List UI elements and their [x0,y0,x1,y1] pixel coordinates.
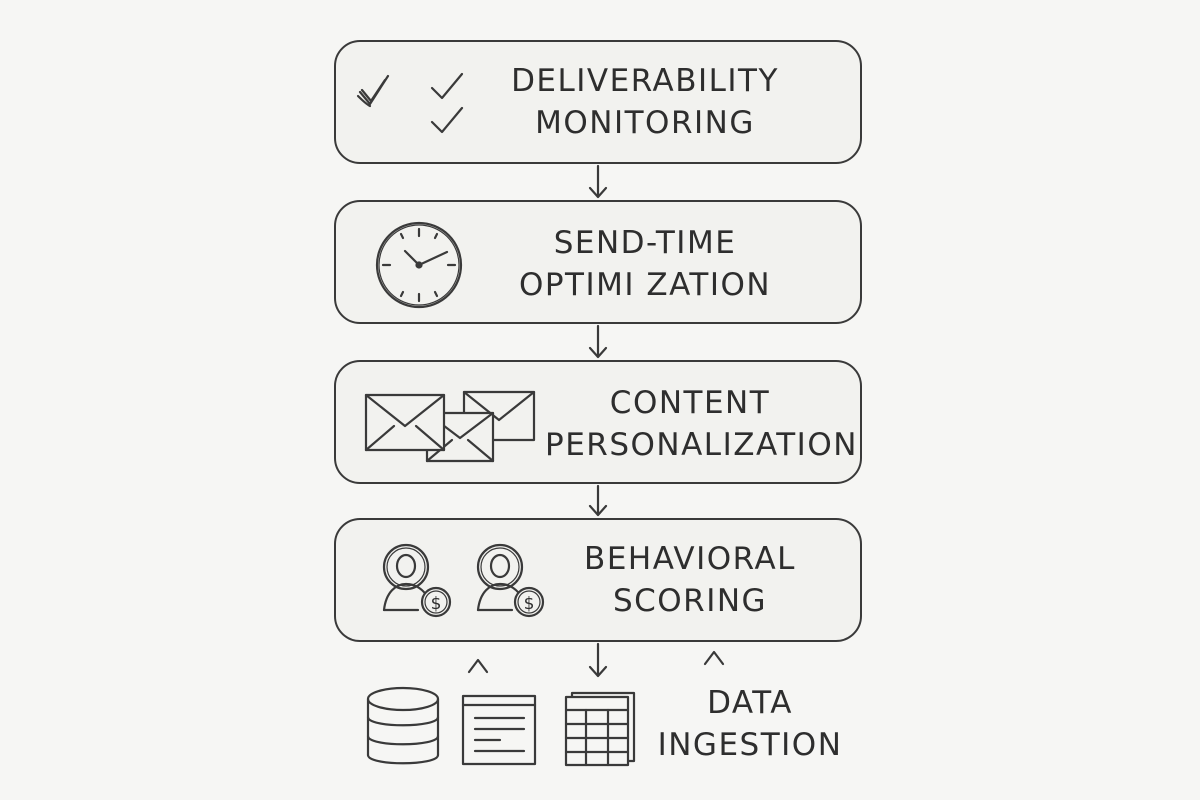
table-icon [564,691,636,767]
dollar-sign-icon: $ [524,594,535,614]
user-dollar-icon [476,543,545,618]
step-label-deliverability: DELIVERABILITY MONITORING [480,60,810,144]
step-box-send-time [334,200,862,324]
database-icon [366,686,440,765]
caret-up-icon [703,650,725,666]
step-label-send-time: SEND-TIME OPTIMI ZATION [480,222,810,306]
caret-up-icon [467,658,489,674]
step-box-deliverability [334,40,862,164]
checkmarks-icon [356,72,464,134]
source-title-line2: INGESTION [657,727,843,763]
step-label-behavioral: BEHAVIORAL SCORING [545,538,835,622]
step-title-line1: BEHAVIORAL [584,541,796,577]
source-title-line1: DATA [707,685,793,721]
step-title-line2: OPTIMI ZATION [518,267,772,303]
step-label-content: CONTENT PERSONALIZATION [545,382,858,466]
arrow-down-icon [588,642,608,678]
document-icon [461,694,537,766]
clock-icon [375,221,463,309]
step-title-line2: MONITORING [535,105,755,141]
dollar-sign-icon: $ [431,594,442,614]
arrow-down-icon [588,164,608,199]
step-title-line1: SEND-TIME [553,225,737,261]
user-dollar-icon [382,543,452,618]
step-title-line2: SCORING [612,583,768,619]
step-box-behavioral [334,518,862,642]
source-label-data-ingestion: DATA INGESTION [650,682,850,766]
step-title-line1: DELIVERABILITY [511,63,779,99]
step-title-line2: PERSONALIZATION [545,427,858,463]
arrow-down-icon [588,324,608,359]
step-title-line1: CONTENT [609,385,771,421]
envelopes-icon [364,390,536,463]
arrow-down-icon [588,484,608,517]
